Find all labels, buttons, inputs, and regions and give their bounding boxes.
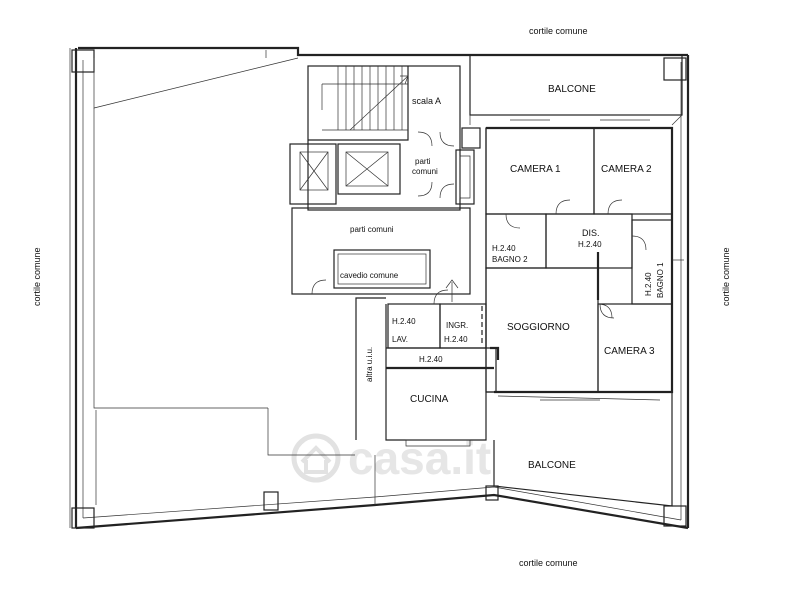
balcony-bottom-label: BALCONE (528, 460, 576, 471)
bagno-1-label: BAGNO 1 (656, 262, 665, 298)
dis-height: H.2.40 (578, 240, 602, 249)
shared-hall-label: parti comuni (350, 225, 394, 234)
ingr-height: H.2.40 (444, 335, 468, 344)
ingr-label: INGR. (446, 321, 468, 330)
shared-parts-label-2: comuni (412, 167, 438, 176)
cucina-label: CUCINA (410, 394, 449, 405)
lav-height: H.2.40 (392, 317, 416, 326)
cucina-height: H.2.40 (419, 355, 443, 364)
building-outline (69, 46, 690, 530)
house-logo-icon (291, 433, 341, 483)
bagno-1-height: H.2.40 (644, 272, 653, 296)
bagno-2-height: H.2.40 (492, 244, 516, 253)
elevator-1 (289, 143, 337, 205)
balcony-top-label: BALCONE (548, 84, 596, 95)
courtyard-bottom-label: cortile comune (519, 558, 578, 568)
courtyard-top-label: cortile comune (529, 26, 588, 36)
camera-2-label: CAMERA 2 (601, 164, 652, 175)
stair-label: scala A (412, 96, 441, 106)
house-roof-icon (300, 445, 332, 474)
stair-treads (321, 66, 409, 131)
surroundings: cortile comune cortile comune cortile co… (32, 26, 731, 568)
stair-core: scala A parti comuni (289, 65, 481, 211)
light-well-label: cavedio comune (340, 271, 399, 280)
shared-hall: parti comuni cavedio comune (291, 207, 471, 302)
dis-label: DIS. (582, 228, 600, 238)
camera-1-label: CAMERA 1 (510, 164, 561, 175)
camera-3-label: CAMERA 3 (604, 346, 655, 357)
soggiorno-label: SOGGIORNO (507, 322, 570, 333)
courtyard-left-label: cortile comune (32, 247, 42, 306)
courtyard-right-label: cortile comune (721, 247, 731, 306)
apartment: BALCONE CAMERA 1 CAMERA 2 H.2.40 BAGNO 2… (355, 54, 684, 507)
balcony-bottom (493, 391, 673, 507)
balcony-top (469, 54, 683, 116)
bagno-2-label: BAGNO 2 (492, 255, 528, 264)
shared-parts-label-1: parti (415, 157, 431, 166)
watermark-text: casa.it (348, 432, 491, 484)
lav-label: LAV. (392, 335, 408, 344)
elevator-2 (337, 143, 401, 195)
light-well (333, 249, 431, 289)
room-camera-2 (593, 127, 673, 215)
watermark: casa.it (291, 432, 491, 484)
other-unit-label: altra u.i.u. (365, 347, 374, 382)
